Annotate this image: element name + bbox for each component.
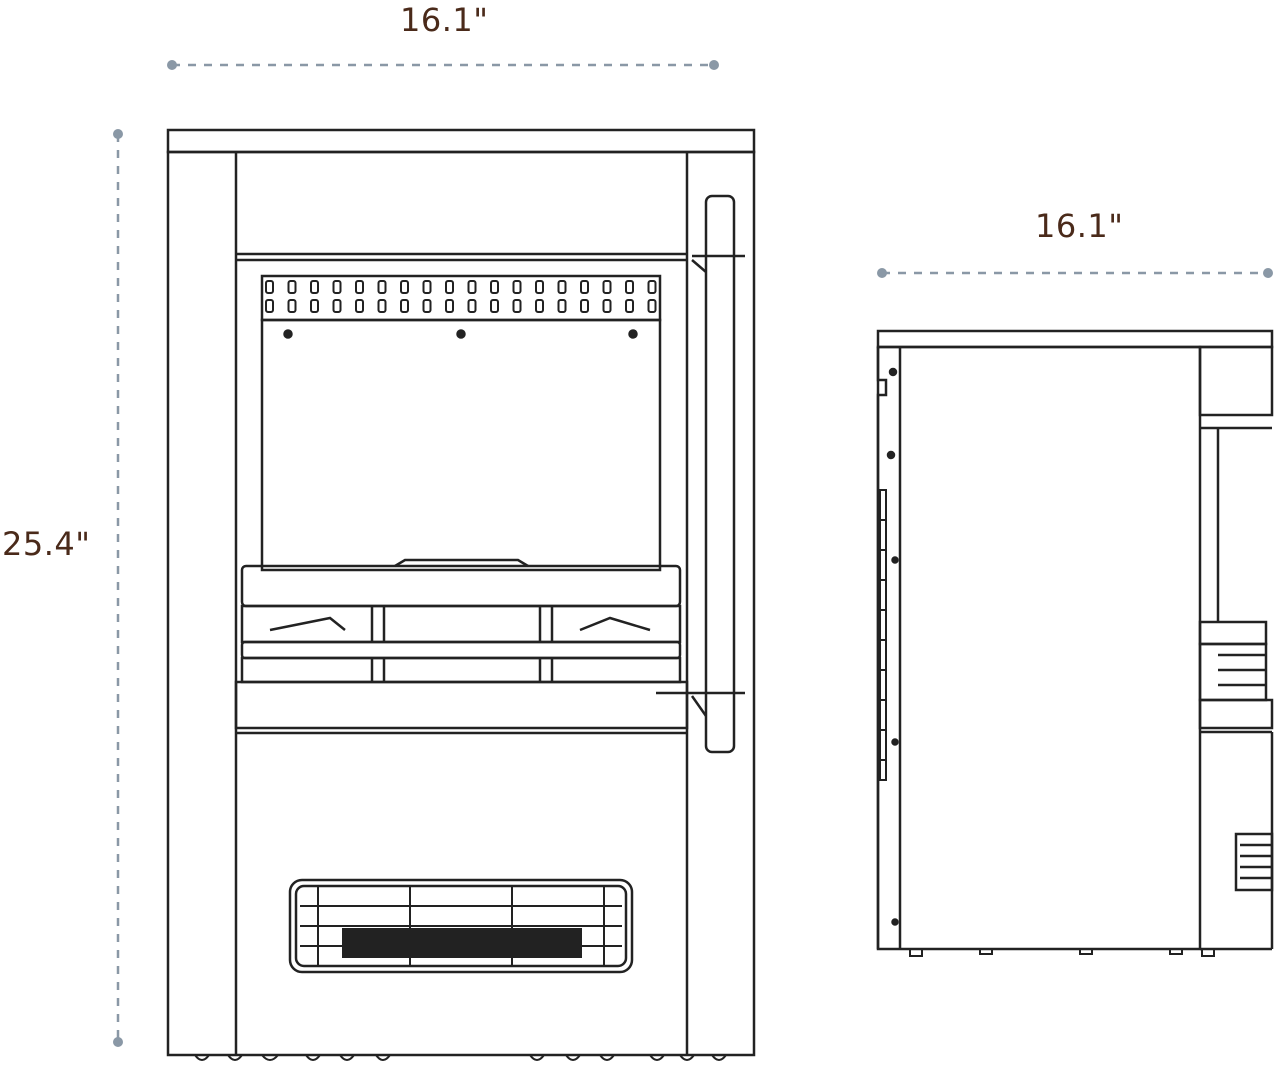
vent-slot bbox=[647, 299, 657, 313]
vent-slot bbox=[490, 280, 499, 294]
vent-slot bbox=[332, 280, 342, 294]
vent-slot bbox=[377, 299, 387, 313]
vent-slot bbox=[445, 280, 454, 294]
top-vent-strip bbox=[260, 274, 662, 322]
dimension-endpoint bbox=[113, 1037, 123, 1047]
height-label: 25.4" bbox=[2, 525, 91, 563]
vent-slot bbox=[445, 299, 454, 313]
front-view bbox=[166, 128, 756, 1061]
vent-slot bbox=[467, 280, 477, 294]
vent-slot bbox=[287, 299, 297, 313]
vent-slot bbox=[512, 280, 522, 294]
vent-slot bbox=[512, 299, 522, 313]
vent-slot bbox=[557, 299, 567, 313]
vent-slot bbox=[625, 299, 634, 313]
front-outer-body bbox=[166, 150, 756, 1057]
vent-slot bbox=[400, 280, 409, 294]
vent-slot bbox=[265, 299, 274, 313]
side-body bbox=[876, 345, 1202, 951]
vent-slot bbox=[490, 299, 499, 313]
vent-slot bbox=[400, 299, 409, 313]
vent-slot bbox=[602, 299, 612, 313]
vent-slot bbox=[535, 280, 544, 294]
vent-slots bbox=[265, 280, 657, 313]
vent-slot bbox=[580, 299, 589, 313]
vent-slot bbox=[355, 299, 364, 313]
flame-screen bbox=[260, 318, 662, 572]
vent-slot bbox=[602, 280, 612, 294]
side-vents bbox=[879, 489, 887, 781]
side-handle bbox=[704, 194, 736, 754]
log-tray-top bbox=[240, 564, 682, 608]
vent-slot bbox=[557, 280, 567, 294]
lower-band bbox=[234, 680, 689, 730]
vent-slot bbox=[625, 280, 634, 294]
front-width-label: 16.1" bbox=[400, 1, 489, 39]
dimension-endpoint bbox=[113, 129, 123, 139]
vent-slot bbox=[467, 299, 477, 313]
vent-slot bbox=[647, 280, 657, 294]
vent-slot bbox=[535, 299, 544, 313]
side-top-cap bbox=[876, 329, 1274, 349]
side-view bbox=[876, 329, 1274, 957]
vent-slot bbox=[265, 280, 274, 294]
side-front-header bbox=[1198, 345, 1274, 417]
dimension-endpoint bbox=[167, 60, 177, 70]
front-feet bbox=[194, 1054, 727, 1061]
vent-slot bbox=[310, 280, 319, 294]
side-heater-grille bbox=[1234, 832, 1274, 892]
vent-slot bbox=[422, 299, 432, 313]
dimension-endpoint bbox=[877, 268, 887, 278]
dimension-endpoint bbox=[1263, 268, 1273, 278]
vent-slot bbox=[332, 299, 342, 313]
dimension-endpoint bbox=[709, 60, 719, 70]
heater-grille bbox=[288, 878, 634, 974]
vent-slot bbox=[422, 280, 432, 294]
vent-slot bbox=[287, 280, 297, 294]
vent-slot bbox=[580, 280, 589, 294]
vent-slot bbox=[310, 299, 319, 313]
front-top-cap bbox=[166, 128, 756, 154]
vent-slot bbox=[377, 280, 387, 294]
side-depth-label: 16.1" bbox=[1035, 207, 1124, 245]
vent-slot bbox=[355, 280, 364, 294]
